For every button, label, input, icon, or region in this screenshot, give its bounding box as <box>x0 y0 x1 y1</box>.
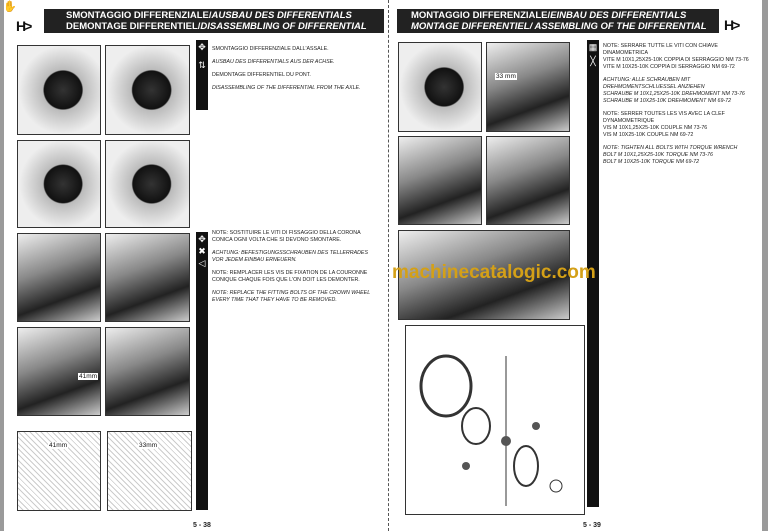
note-en: NOTE: TIGHTEN ALL BOLTS WITH TORQUE WREN… <box>603 145 758 166</box>
line: VIS M 10X25-10K COUPLE Nm 69-72 <box>603 132 694 138</box>
header-line1-italic: AUSBAU DES DIFFERENTIALS <box>211 10 352 21</box>
line: NOTE: SERRARE TUTTE LE VITI CON CHIAVE D… <box>603 43 718 56</box>
text-it: SMONTAGGIO DIFFERENZIALE DALL'ASSALE. <box>212 46 329 52</box>
text-en: NOTE: REPLACE THE FITTING BOLTS OF THE C… <box>212 290 371 303</box>
header-line1-italic: EINBAU DES DIFFERENTIALS <box>550 10 687 21</box>
text-fr: NOTE: REMPLACER LES VIS DE FIXATION DE L… <box>212 270 368 283</box>
assemble-icon: ▦ <box>588 42 598 52</box>
photo-axle-housing <box>17 45 101 135</box>
photo-differential-removal <box>17 140 101 228</box>
text-block-torque: NOTE: SERRARE TUTTE LE VITI CON CHIAVE D… <box>603 43 758 172</box>
replace-icon: ✖ <box>198 246 206 256</box>
line: NOTE: TIGHTEN ALL BOLTS WITH TORQUE WREN… <box>603 145 738 151</box>
brand-logo-right: H> <box>724 17 740 33</box>
page-divider <box>388 0 389 531</box>
line: VITE M 10X25-10K COPPIA DI SERRAGGIO Nm … <box>603 64 735 70</box>
dim-label: 33mm <box>138 442 159 449</box>
note-it: NOTE: SERRARE TUTTE LE VITI CON CHIAVE D… <box>603 43 758 71</box>
exploded-diagram-differential <box>405 325 585 515</box>
text-en: DISASSEMBLING OF THE DIFFERENTIAL FROM T… <box>212 85 361 91</box>
drawing-section-33mm: 33mm <box>107 431 192 511</box>
photo-flange <box>398 42 482 132</box>
photo-differential-carrier <box>105 140 190 228</box>
disassemble-icon: ✥ <box>198 234 206 244</box>
text-de: ACHTUNG: BEFESTIGUNGSSCHRAUBEN DES TELLE… <box>212 250 368 263</box>
photo-torque-wrench <box>398 230 570 320</box>
line: NOTE: SERRER TOUTES LES VIS AVEC LA CLEF… <box>603 111 725 124</box>
section-bar: ▦╳ <box>587 40 599 507</box>
photo-differential-cover <box>105 45 190 135</box>
text-block-disassembly: SMONTAGGIO DIFFERENZIALE DALL'ASSALE. AU… <box>212 46 377 98</box>
watermark: machinecatalogic.com <box>392 262 596 283</box>
hand-cursor-icon: ✋ <box>3 1 17 13</box>
photo-press <box>398 136 482 225</box>
line: ACHTUNG: ALLE SCHRAUBEN MIT DREHMOMENTSC… <box>603 77 705 90</box>
section-bar: ✥ ✖ ◁ <box>196 232 208 510</box>
header-line1: SMONTAGGIO DIFFERENZIALE/ <box>66 10 212 21</box>
photo-puller <box>17 233 101 322</box>
note-de: ACHTUNG: ALLE SCHRAUBEN MIT DREHMOMENTSC… <box>603 77 758 105</box>
header-line2: DEMONTAGE DIFFERENTIEL/ <box>66 21 201 32</box>
text-de: AUSBAU DES DIFFERENTIALS AUS DER ACHSE. <box>212 59 335 65</box>
disassemble-icon: ✥ <box>198 42 206 52</box>
left-page-header: SMONTAGGIO DIFFERENZIALE/AUSBAU DES DIFF… <box>44 9 384 33</box>
axle-icon: ⇅ <box>198 60 206 70</box>
page-number-left: 5 - 38 <box>193 522 211 529</box>
line: SCHRAUBE M 10X25-10K DREHMOMENT Nm 69-72 <box>603 98 732 104</box>
line: BOLT M 10X1,25X25-10K TORQUE Nm 73-76 <box>603 152 713 158</box>
photo-crown-wheel <box>105 233 190 322</box>
section-bar: ✥⇅ <box>196 40 208 110</box>
line: VITE M 10X1,25X25-10K COPPIA DI SERRAGGI… <box>603 57 749 63</box>
header-line2-italic: DISASSEMBLING OF DIFFERENTIAL <box>200 21 367 32</box>
photo-crown-measure: 33 mm <box>486 42 570 132</box>
note-fr: NOTE: SERRER TOUTES LES VIS AVEC LA CLEF… <box>603 111 758 139</box>
text-block-crown-bolts: NOTE: SOSTITUIRE LE VITI DI FISSAGGIO DE… <box>212 230 377 310</box>
warning-icon: ◁ <box>198 258 206 268</box>
drawing-section-41mm: 41mm <box>17 431 101 511</box>
dim-label: 41mm <box>48 442 69 449</box>
text-fr: DEMONTAGE DIFFERENTIEL DU PONT. <box>212 72 311 78</box>
page-number-right: 5 - 39 <box>583 522 601 529</box>
header-line2: MONTAGE DIFFERENTIEL/ ASSEMBLING OF THE … <box>411 21 707 32</box>
exploded-parts-drawing <box>419 354 563 506</box>
photo-bearing: 41mm <box>17 327 101 416</box>
photo-gear-set <box>105 327 190 416</box>
photo-pinion <box>486 136 570 225</box>
line: VIS M 10X1,25X25-10K COUPLE Nm 73-76 <box>603 125 708 131</box>
line: SCHRAUBE M 10X1,25X25-10K DREHMOMENT Nm … <box>603 91 745 97</box>
right-page-header: MONTAGGIO DIFFERENZIALE/EINBAU DES DIFFE… <box>397 9 719 33</box>
left-scroll-edge <box>0 0 4 531</box>
header-line1: MONTAGGIO DIFFERENZIALE/ <box>411 10 551 21</box>
dim-label: 33 mm <box>495 73 517 80</box>
text-it: NOTE: SOSTITUIRE LE VITI DI FISSAGGIO DE… <box>212 230 361 243</box>
right-scroll-edge <box>762 0 768 531</box>
dim-label: 41mm <box>78 373 99 380</box>
line: BOLT M 10X25-10K TORQUE Nm 69-72 <box>603 159 700 165</box>
brand-logo-left: H> <box>16 18 32 34</box>
torque-wrench-icon: ╳ <box>590 56 596 66</box>
